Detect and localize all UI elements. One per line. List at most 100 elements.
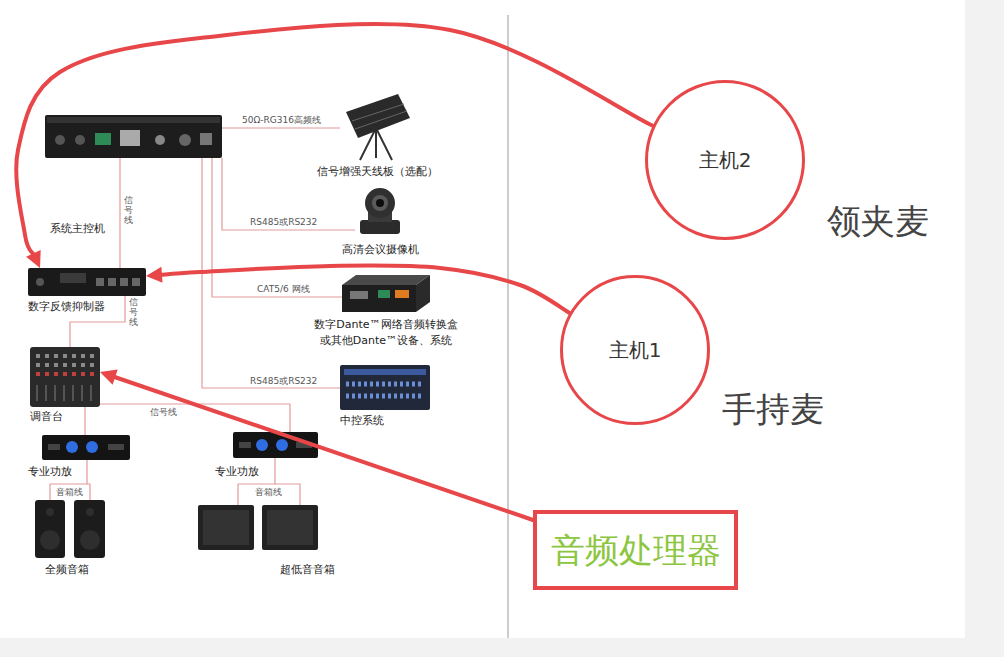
wire-label: 信号线 (124, 196, 133, 226)
panel-detail (75, 135, 85, 145)
box-side (416, 275, 430, 312)
device-node: 专业功放 (42, 435, 130, 460)
arrow-head (100, 370, 118, 385)
panel-detail (239, 442, 251, 448)
device-label: 超低音音箱 (280, 563, 335, 576)
device-label: 高清会议摄像机 (342, 243, 419, 256)
cabinet (198, 505, 254, 550)
callout-arrow (16, 24, 652, 268)
port-row (346, 394, 424, 399)
wire-line (222, 127, 340, 128)
cabinet (35, 500, 65, 558)
divider-line (508, 15, 509, 638)
device-label: 专业功放 (215, 465, 259, 478)
panel-detail (48, 444, 60, 450)
panel-detail (344, 369, 426, 375)
processor-label: 音频处理器 (551, 529, 721, 572)
knob-row (36, 363, 94, 367)
central-control-illustration (340, 365, 430, 410)
camera-base (360, 220, 400, 234)
device-label: 数字反馈抑制器 (28, 300, 105, 313)
speaker-wire-branch (87, 484, 90, 500)
tripod-leg (375, 128, 377, 158)
device-body (233, 432, 318, 458)
display (60, 273, 86, 283)
panel-detail (36, 278, 44, 286)
grille (203, 510, 249, 545)
port-row (346, 382, 424, 387)
panel-detail (350, 291, 368, 299)
knob-row (36, 372, 94, 376)
panel-detail (352, 104, 404, 121)
device-node: 专业功放 (233, 432, 318, 458)
panel-detail (108, 444, 124, 450)
signal-wire (120, 158, 121, 268)
arrow-line (160, 265, 570, 313)
antenna-illustration (346, 94, 410, 160)
device-label: 信号增强天线板（选配） (317, 165, 438, 178)
main-unit-illustration (45, 115, 222, 158)
device-label: 系统主控机 (50, 222, 105, 235)
tripod-leg (376, 128, 392, 160)
box-top (342, 275, 430, 285)
suppressor-illustration (28, 268, 146, 296)
cabinet (262, 505, 318, 550)
arrow-line (113, 377, 533, 521)
camera-illustration (360, 188, 400, 234)
device-body (340, 365, 430, 410)
panel-detail (155, 135, 165, 145)
woofer (40, 530, 60, 550)
panel-detail (47, 117, 220, 123)
wire-label: 音箱线 (56, 487, 83, 498)
wire-label: RS485或RS232 (250, 217, 317, 228)
wire-label: 信号线 (150, 407, 177, 418)
camera-lens (376, 199, 384, 207)
knob (256, 439, 268, 451)
host-circle: 主机1 (560, 275, 710, 425)
panel-detail (378, 290, 390, 298)
device-label: 调音台 (30, 410, 63, 423)
device-label: 专业功放 (28, 465, 72, 478)
device-label: 中控系统 (340, 414, 384, 427)
signal-wire (85, 407, 86, 435)
knob (86, 441, 98, 453)
camera-head (365, 188, 395, 218)
wire-label: 音箱线 (255, 487, 282, 498)
wire-line (84, 407, 85, 435)
device-label: 全频音箱 (45, 563, 89, 576)
wire-line (119, 158, 120, 268)
amplifier-illustration (233, 432, 318, 458)
amplifier-illustration (42, 435, 130, 460)
dante-box-illustration (342, 275, 430, 312)
device-body (28, 268, 146, 296)
wire-label: CAT5/6 网线 (257, 284, 310, 295)
host-label: 主机1 (609, 338, 662, 363)
full-range-speaker-illustration (35, 500, 105, 558)
callout-arrow (146, 265, 570, 313)
grille (267, 510, 313, 545)
knob-row (96, 278, 140, 286)
antenna-panel (346, 94, 410, 138)
woofer (80, 530, 100, 550)
tweeter (46, 508, 54, 516)
device-body (42, 435, 130, 460)
device-node: 超低音音箱 (198, 505, 318, 550)
device-node: 全频音箱 (35, 500, 105, 558)
panel-detail (179, 134, 191, 146)
wire-label: 50Ω-RG316高频线 (242, 115, 321, 126)
signal-wire (222, 128, 340, 129)
mixer-illustration (30, 347, 100, 407)
processor-box: 音频处理器 (533, 510, 738, 590)
device-node: 中控系统 (340, 365, 430, 410)
panel-detail (355, 111, 407, 129)
page-margin (965, 0, 1004, 657)
signal-wire (212, 158, 342, 297)
arrow-line (16, 24, 652, 255)
device-node: 高清会议摄像机 (355, 188, 405, 234)
mic-type-label: 手持麦 (722, 389, 824, 429)
device-body (30, 347, 100, 407)
signal-wire (202, 158, 340, 388)
device-node: 信号增强天线板（选配） (340, 92, 415, 160)
device-label: 数字Dante™网络音频转换盒 或其他Dante™设备、系统 (306, 317, 466, 349)
